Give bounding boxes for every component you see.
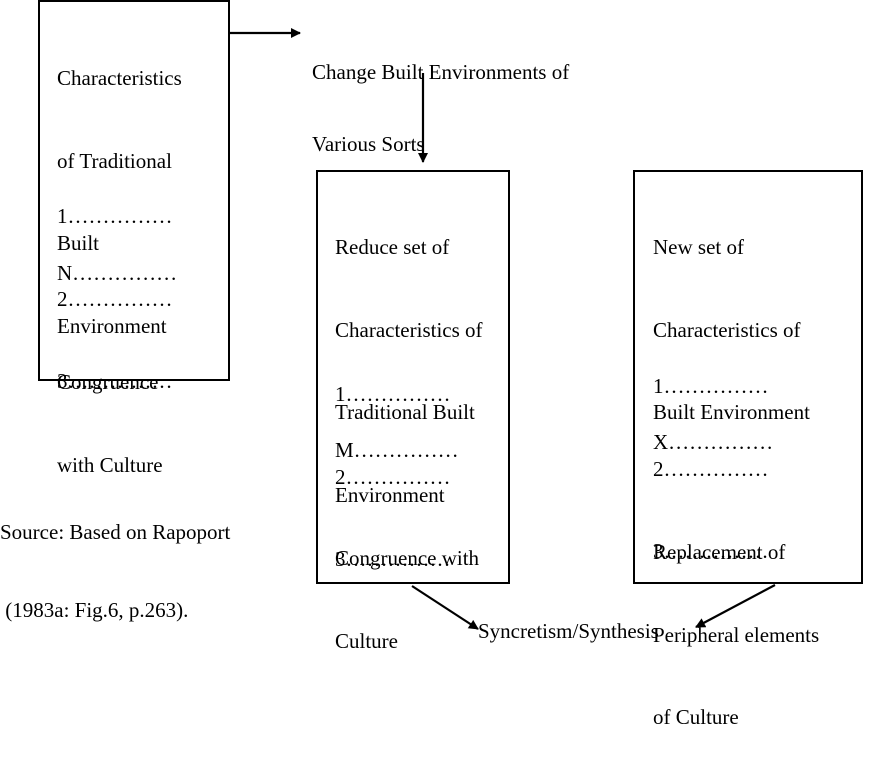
reduced-characteristics-box [316,170,510,584]
traditional-characteristics-box [38,0,230,381]
traditional-characteristics-title: Characteristics of Traditional Built Env… [57,66,182,338]
traditional-characteristics-last-item: N…………… [57,261,178,285]
diagram-arrows [230,28,776,630]
reduced-characteristics-title: Reduce set of Characteristics of Traditi… [335,235,483,507]
source-note: Source: Based on Rapoport (1983a: Fig.6,… [0,520,231,622]
new-characteristics-last-item: X…………… [653,430,774,454]
reduced-characteristics-last-item: M…………… [335,438,459,462]
list-item: 2…………… [335,464,451,489]
list-item: 3…………… [335,547,451,571]
new-characteristics-items: 1…………… 2…………… 3…………… [653,318,769,593]
reduced-characteristics-footer: Congruence with Culture [335,546,480,653]
new-characteristics-box [633,170,863,584]
list-item: 1…………… [57,204,173,228]
arrow-from-new-box [695,584,776,628]
reduced-characteristics-items: 1…………… 2…………… 3…………… [335,326,451,601]
list-item: 2…………… [57,286,173,311]
list-item: 1…………… [335,382,451,406]
list-item: 3…………… [653,539,769,563]
traditional-characteristics-items: 1…………… 2…………… 3…………… [57,148,173,423]
syncretism-synthesis-label: Syncretism/Synthesis [478,619,659,643]
list-item: 2…………… [653,456,769,481]
list-item: 3…………… [57,369,173,393]
arrow-from-reduced-box [411,585,479,630]
traditional-characteristics-footer: Congruence with Culture [57,370,163,477]
new-characteristics-title: New set of Characteristics of Built Envi… [653,235,810,424]
change-built-environments-label: Change Built Environments of Various Sor… [312,60,570,156]
list-item: 1…………… [653,374,769,398]
